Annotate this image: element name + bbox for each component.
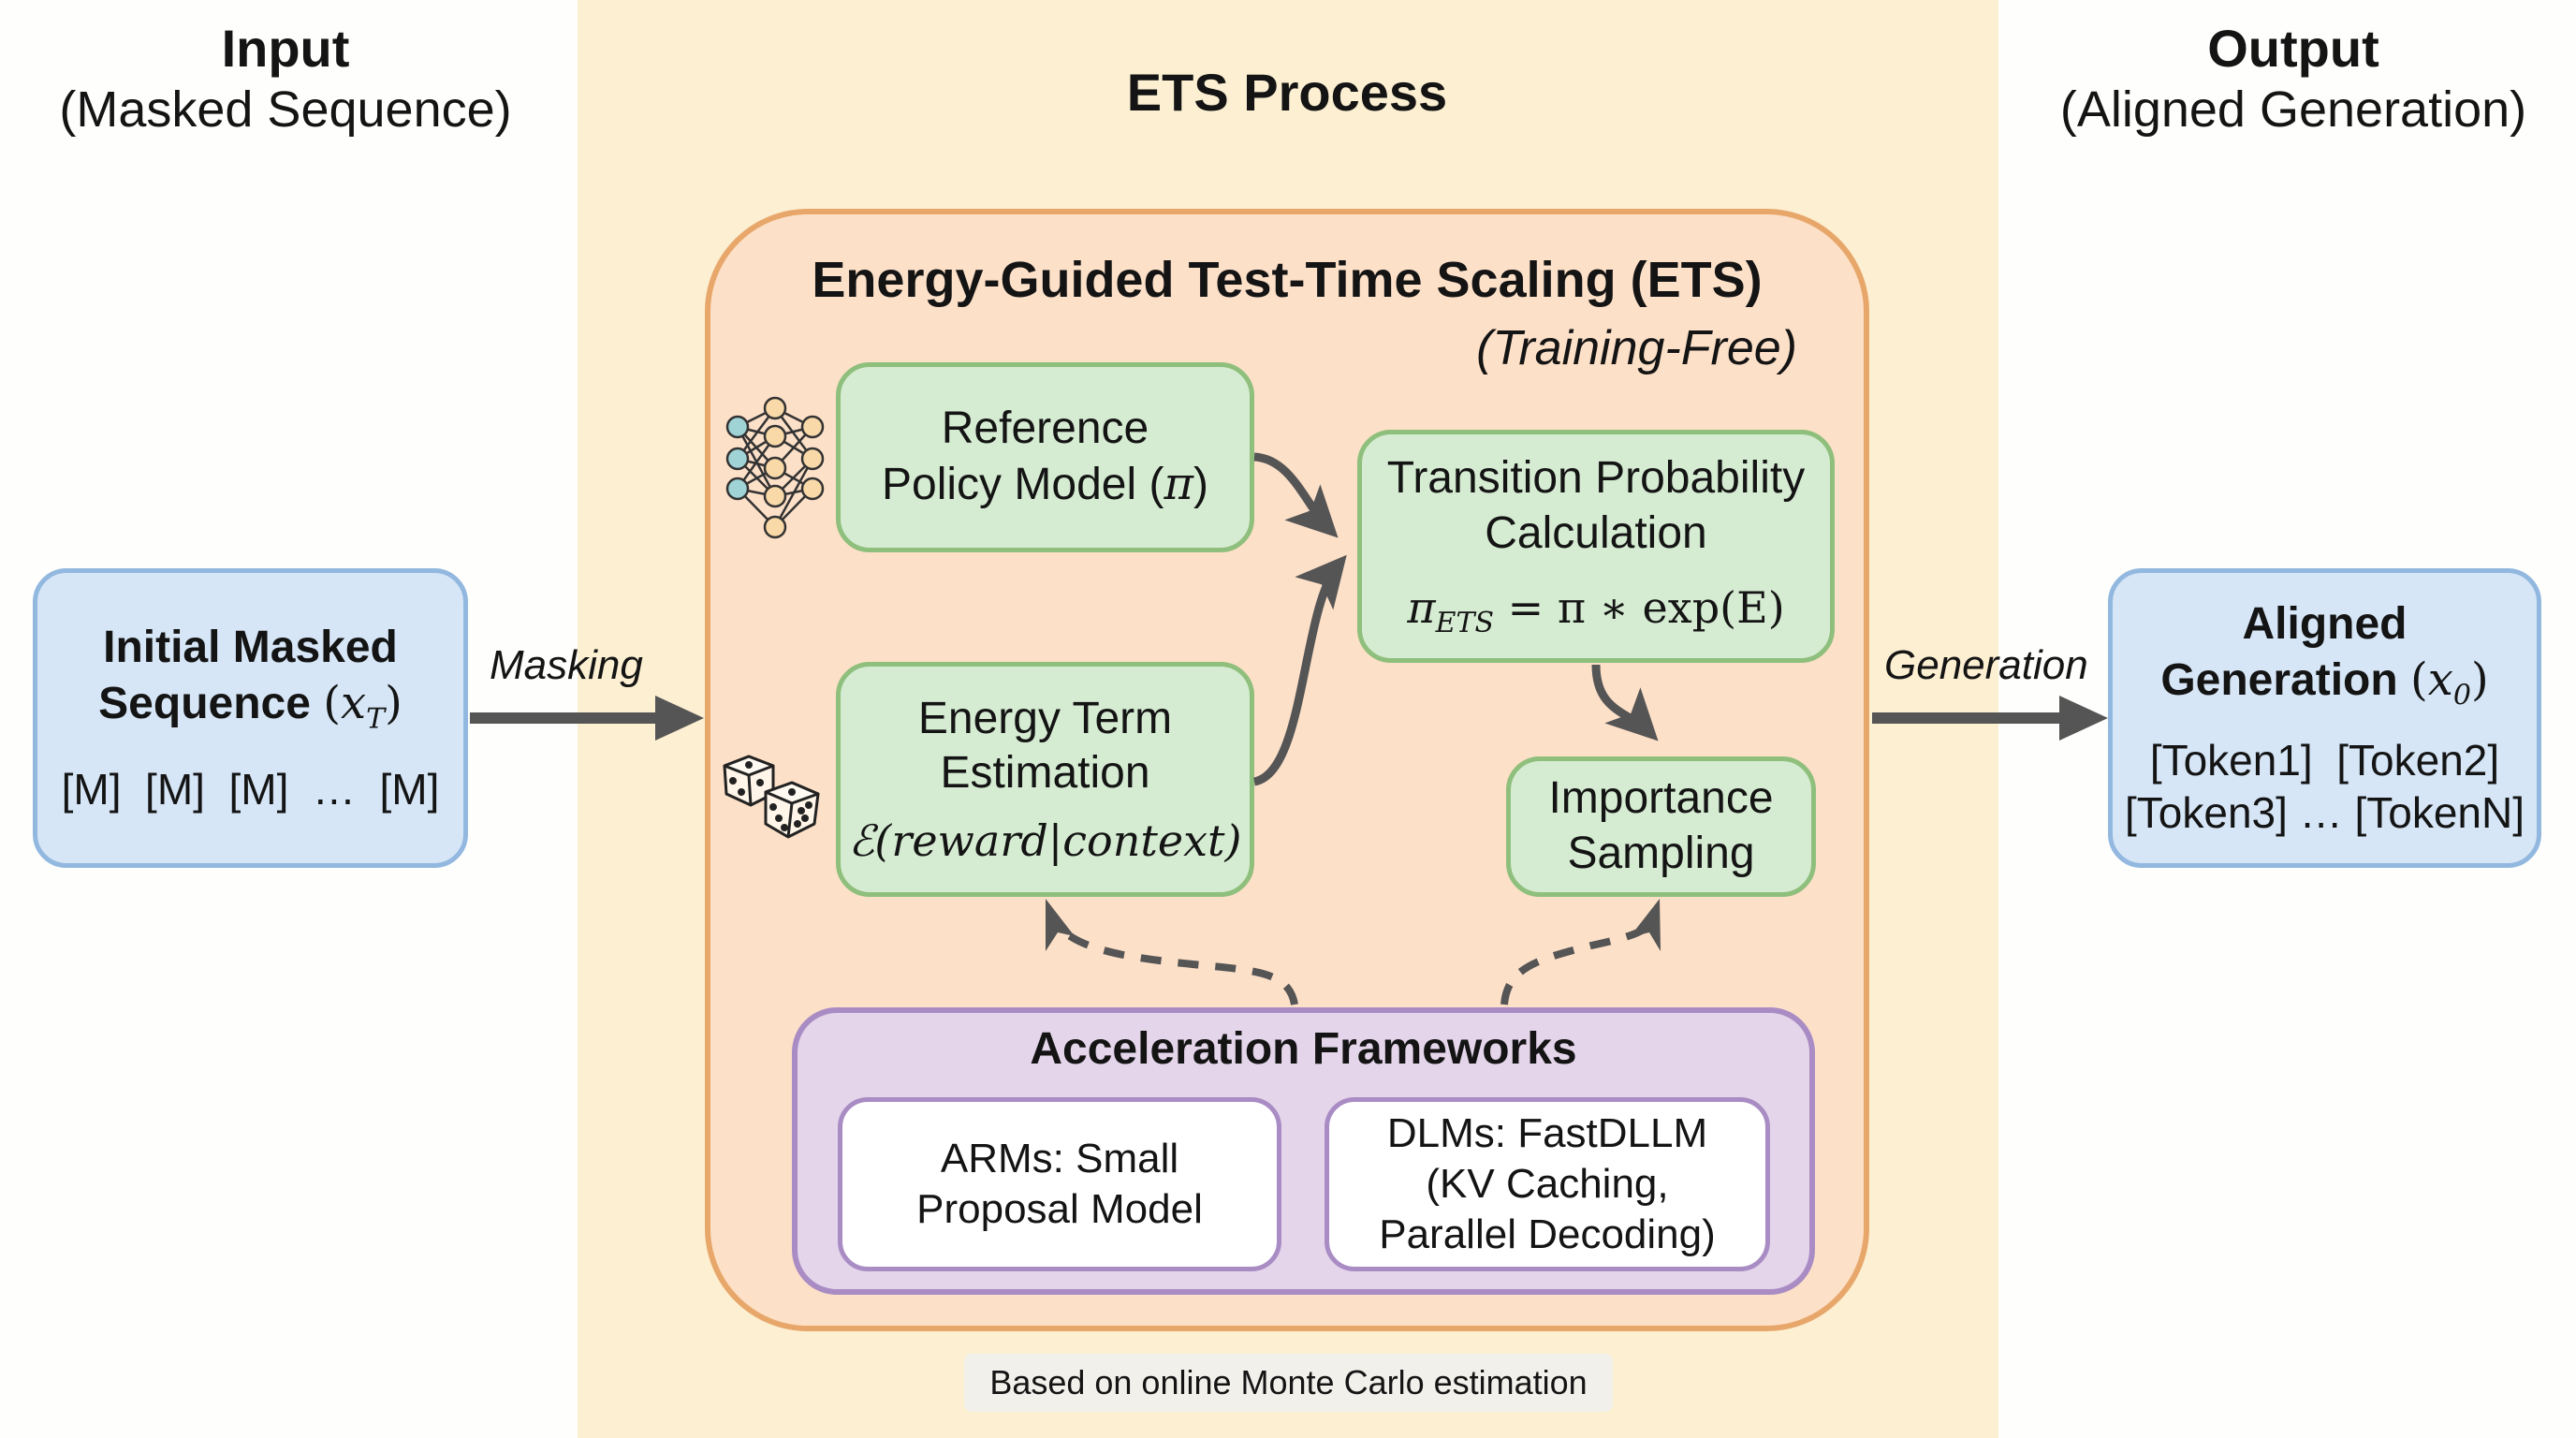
acceleration-to-importance-dashed-arrow bbox=[1500, 915, 1659, 1005]
output-column-title: Output bbox=[2207, 19, 2379, 78]
arms-line2: Proposal Model bbox=[916, 1186, 1203, 1232]
pi-symbol: π bbox=[1164, 458, 1193, 510]
energy-line1: Energy Term bbox=[917, 693, 1173, 743]
reference-to-transition-arrow bbox=[1253, 452, 1339, 538]
arms-line1: ARMs: Small bbox=[940, 1136, 1179, 1182]
dlms-line2: (KV Caching, bbox=[1426, 1161, 1669, 1208]
input-symbol-sub: T bbox=[366, 702, 386, 736]
acceleration-to-energy-dashed-arrow bbox=[1046, 911, 1298, 1005]
transition-formula: πETS = π ∗ exp(E) bbox=[1407, 581, 1784, 641]
importance-line1: Importance bbox=[1548, 773, 1774, 824]
output-symbol-x: x bbox=[2427, 653, 2453, 706]
formula-lhs: π bbox=[1407, 582, 1436, 634]
input-symbol-x: x bbox=[341, 676, 367, 729]
ets-subtitle: (Training-Free) bbox=[1476, 321, 1797, 375]
output-box-title: Aligned Generation (x0) bbox=[2160, 597, 2488, 713]
transition-probability-box[interactable]: Transition Probability Calculation πETS … bbox=[1357, 430, 1835, 663]
formula-lhs-sub: ETS bbox=[1435, 607, 1495, 640]
input-box-title-line2: Sequence bbox=[98, 678, 311, 728]
reference-line2-text: Policy Model bbox=[882, 460, 1137, 509]
formula-rhs: = π ∗ exp(E) bbox=[1494, 582, 1785, 634]
generated-tokens: [Token1] [Token2][Token3] … [TokenN] bbox=[2125, 734, 2525, 839]
output-box-title-line2: Generation bbox=[2160, 654, 2398, 705]
generated-tokens-line1: [Token1] [Token2] bbox=[2149, 735, 2500, 785]
generation-arrow bbox=[1872, 696, 2108, 741]
arms-small-proposal-model-box[interactable]: ARMs: Small Proposal Model bbox=[838, 1097, 1281, 1271]
energy-term-estimation-box[interactable]: Energy Term Estimation ℰ(reward|context) bbox=[836, 662, 1254, 897]
energy-formula: ℰ(reward|context) bbox=[848, 814, 1242, 866]
input-column-header: Input (Masked Sequence) bbox=[19, 17, 552, 140]
masking-arrow bbox=[470, 696, 704, 741]
masked-tokens: [M] [M] [M] … [M] bbox=[61, 764, 440, 814]
acceleration-frameworks-title: Acceleration Frameworks bbox=[1030, 1024, 1577, 1074]
input-box-title-line1: Initial Masked bbox=[103, 623, 398, 673]
generated-tokens-line2: [Token3] … [TokenN] bbox=[2125, 787, 2525, 837]
generation-edge-label: Generation bbox=[1884, 642, 2088, 688]
dlms-line1: DLMs: FastDLLM bbox=[1386, 1110, 1708, 1157]
importance-line2: Sampling bbox=[1567, 829, 1755, 878]
dlms-line3: Parallel Decoding) bbox=[1379, 1211, 1716, 1257]
ets-title: Energy-Guided Test-Time Scaling (ETS) bbox=[812, 252, 1763, 308]
output-column-header: Output (Aligned Generation) bbox=[2022, 17, 2565, 140]
output-box-title-line1: Aligned bbox=[2242, 599, 2408, 650]
energy-line2: Estimation bbox=[940, 748, 1150, 799]
input-column-subtitle: (Masked Sequence) bbox=[59, 81, 512, 139]
reference-line2: Policy Model (π) bbox=[882, 458, 1208, 510]
dlms-fastdllm-box[interactable]: DLMs: FastDLLM (KV Caching, Parallel Dec… bbox=[1325, 1097, 1770, 1271]
neural-network-icon bbox=[725, 396, 825, 539]
process-column-title: ETS Process bbox=[1126, 63, 1448, 122]
importance-sampling-box[interactable]: Importance Sampling bbox=[1506, 756, 1816, 897]
input-box-title: Initial Masked Sequence (xT) bbox=[98, 621, 402, 737]
output-symbol-sub: 0 bbox=[2452, 679, 2471, 712]
masking-edge-label: Masking bbox=[490, 642, 643, 688]
energy-to-transition-arrow bbox=[1252, 554, 1347, 786]
aligned-generation-box[interactable]: Aligned Generation (x0) [Token1] [Token2… bbox=[2108, 568, 2541, 868]
output-column-subtitle: (Aligned Generation) bbox=[2059, 81, 2527, 139]
reference-line1: Reference bbox=[941, 404, 1149, 454]
input-box-symbol: (xT) bbox=[323, 676, 402, 736]
transition-line2: Calculation bbox=[1485, 507, 1707, 558]
initial-masked-sequence-box[interactable]: Initial Masked Sequence (xT) [M] [M] [M]… bbox=[33, 568, 468, 868]
importance-dashed-arrowhead bbox=[1630, 899, 1661, 951]
transition-to-importance-arrow bbox=[1591, 664, 1659, 741]
energy-dashed-arrowhead bbox=[1046, 899, 1075, 951]
monte-carlo-caption: Based on online Monte Carlo estimation bbox=[964, 1354, 1613, 1412]
input-column-title: Input bbox=[221, 19, 350, 78]
reference-policy-model-box[interactable]: Reference Policy Model (π) bbox=[836, 362, 1254, 552]
output-box-symbol: (x0) bbox=[2410, 653, 2489, 712]
transition-line1: Transition Probability bbox=[1386, 453, 1806, 504]
dice-icon bbox=[723, 755, 820, 839]
